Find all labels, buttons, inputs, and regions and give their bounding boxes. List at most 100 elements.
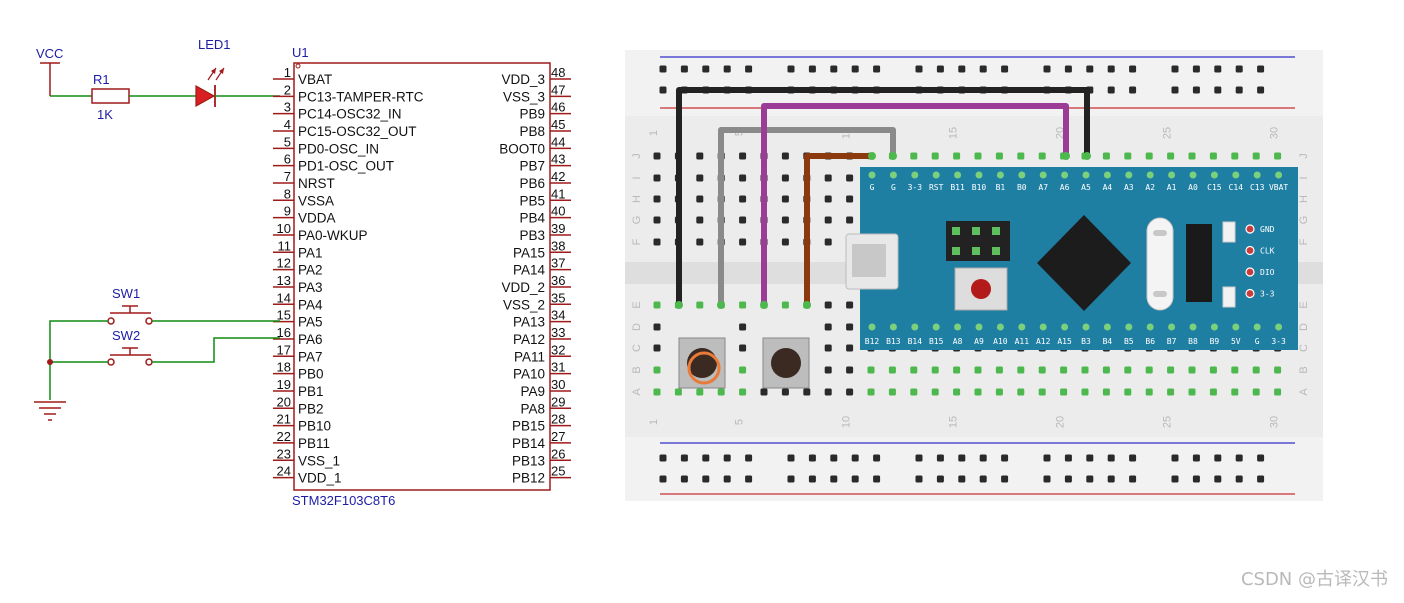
breadboard-hole	[846, 174, 854, 182]
breadboard-hole	[1043, 475, 1051, 483]
wire-ends	[675, 152, 1091, 309]
breadboard-hole	[1274, 152, 1282, 160]
breadboard-hole	[931, 388, 939, 396]
push-button-2-cap	[771, 348, 801, 378]
push-button-1-highlight	[687, 351, 721, 385]
board-pin	[911, 323, 919, 331]
column-number: 30	[1269, 127, 1281, 139]
column-number: 25	[1162, 416, 1174, 428]
breadboard-hole	[958, 65, 966, 73]
breadboard-hole	[653, 366, 661, 374]
breadboard-hole	[958, 475, 966, 483]
breadboard-hole	[1086, 475, 1094, 483]
board-pin	[1168, 323, 1176, 331]
board-pin	[1168, 171, 1176, 179]
board-pin	[1018, 171, 1026, 179]
breadboard-hole	[1060, 366, 1068, 374]
board-pin	[1103, 323, 1111, 331]
row-letter: G	[1298, 216, 1310, 225]
chip-pin-number: 4	[284, 117, 291, 132]
board-pin	[1125, 323, 1133, 331]
chip-pin-name: PC13-TAMPER-RTC	[298, 89, 424, 104]
breadboard-hole	[1274, 366, 1282, 374]
chip-pin-number: 24	[277, 464, 291, 479]
board-pin-label: A8	[953, 337, 963, 346]
breadboard-hole	[739, 238, 747, 246]
row-letter: E	[631, 301, 643, 308]
breadboard-hole	[1064, 475, 1072, 483]
chip-pin-name: PB15	[512, 419, 545, 434]
breadboard-hole	[867, 388, 875, 396]
breadboard-hole	[995, 152, 1003, 160]
column-number: 20	[1055, 416, 1067, 428]
breadboard-hole	[696, 152, 704, 160]
chip-pin-number: 30	[551, 377, 565, 392]
chip-pin-name: PA9	[520, 384, 545, 399]
header-pin	[972, 227, 980, 235]
breadboard-hole	[739, 174, 747, 182]
breadboard-hole	[1124, 152, 1132, 160]
board-pin-label: B0	[1017, 183, 1027, 192]
breadboard-hole	[1001, 65, 1009, 73]
board-pin-holes	[868, 171, 1283, 331]
breadboard-hole	[1209, 388, 1217, 396]
breadboard-hole	[1107, 454, 1115, 462]
breadboard-hole	[1017, 388, 1025, 396]
breadboard-hole	[1124, 366, 1132, 374]
breadboard-hole	[1231, 152, 1239, 160]
chip-pin-name: VDD_2	[501, 280, 545, 295]
breadboard-hole	[702, 475, 710, 483]
breadboard-hole	[1145, 366, 1153, 374]
breadboard-hole	[824, 238, 832, 246]
breadboard-hole	[1167, 388, 1175, 396]
breadboard-hole	[1145, 152, 1153, 160]
breadboard-hole	[739, 301, 747, 309]
breadboard-hole	[1171, 86, 1179, 94]
resistor-value: 1K	[97, 107, 113, 122]
side-pin-label: 3-3	[1260, 290, 1275, 299]
breadboard-hole	[1235, 454, 1243, 462]
breadboard-hole	[910, 152, 918, 160]
board-pin-label: 3-3	[1271, 337, 1286, 346]
chip-pin-name: PB9	[519, 107, 545, 122]
breadboard-hole	[974, 388, 982, 396]
ground-symbol	[34, 401, 66, 421]
board-pin	[1232, 323, 1240, 331]
breadboard-hole	[830, 65, 838, 73]
breadboard-hole	[739, 152, 747, 160]
chip-pin-name: PA15	[513, 245, 545, 260]
header-pin	[992, 227, 1000, 235]
chip-pin-name: PA7	[298, 349, 323, 364]
breadboard-hole	[659, 65, 667, 73]
board-pin-label: B12	[865, 337, 880, 346]
board-pin	[1125, 171, 1133, 179]
breadboard-hole	[873, 454, 881, 462]
breadboard-illustration: 115510101515202025253030JIHGFEDCBAJIHGFE…	[625, 50, 1323, 501]
board-pin-label: B5	[1124, 337, 1134, 346]
breadboard-hole	[808, 454, 816, 462]
board-pin-label: B3	[1081, 337, 1091, 346]
breadboard-hole	[915, 65, 923, 73]
chip-pin-name: PC15-OSC32_OUT	[298, 124, 417, 139]
side-pin-label: GND	[1260, 225, 1275, 234]
bottom-rail-strip	[625, 437, 1323, 501]
board-pin-label: A12	[1036, 337, 1051, 346]
row-letter: B	[631, 366, 643, 373]
breadboard-hole	[723, 454, 731, 462]
board-pin-label: RST	[929, 183, 944, 192]
chip-pin-name: PA5	[298, 315, 323, 330]
board-pin	[1082, 171, 1090, 179]
breadboard-hole	[696, 174, 704, 182]
chip-part-number: STM32F103C8T6	[292, 493, 395, 508]
side-pin-label: CLK	[1260, 247, 1275, 256]
chip-pin-name: PA13	[513, 315, 545, 330]
breadboard-hole	[787, 475, 795, 483]
wire-purple	[761, 103, 1069, 305]
breadboard-hole	[739, 366, 747, 374]
side-pin-label: DIO	[1260, 268, 1275, 277]
reset-button-cap	[971, 279, 991, 299]
board-pin-label: B7	[1167, 337, 1177, 346]
board-pin-label: A7	[1038, 183, 1048, 192]
